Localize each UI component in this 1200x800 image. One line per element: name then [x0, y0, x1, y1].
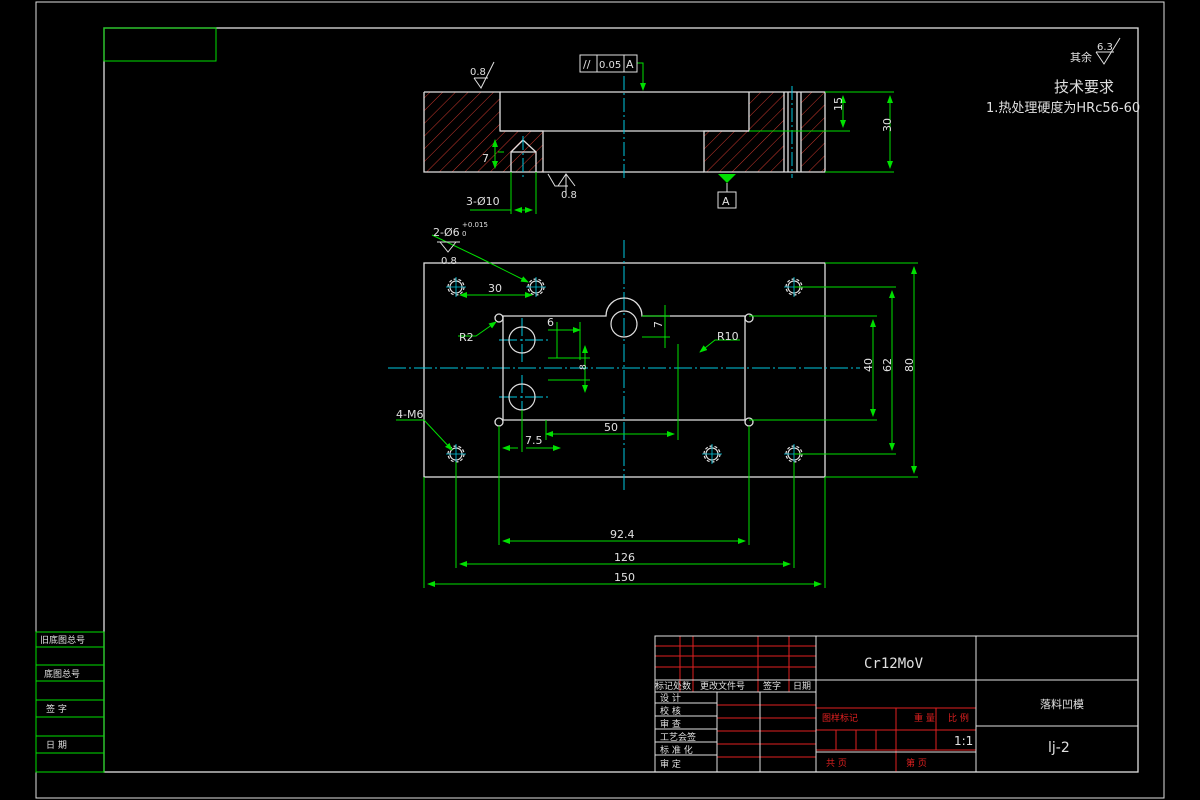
dim-50: 50: [604, 421, 618, 434]
dim-7-5: 7.5: [525, 434, 543, 447]
outer-border: [35, 1, 1165, 799]
svg-text:旧底图总号: 旧底图总号: [40, 634, 85, 646]
svg-text:审 查: 审 查: [660, 718, 681, 730]
roughness-hole: 0.8: [437, 241, 460, 267]
svg-text:校 核: 校 核: [660, 705, 681, 717]
material: Cr12MoV: [864, 656, 924, 672]
svg-text://: //: [583, 58, 591, 71]
side-table: 旧底图总号 底图总号 签 字 日 期: [35, 631, 105, 773]
label-r2: R2: [459, 331, 474, 344]
roughness-general: 其余 6.3: [1070, 37, 1121, 65]
dim-150: 150: [614, 571, 635, 584]
parallelism-frame: // 0.05 A: [579, 54, 638, 73]
svg-text:审 定: 审 定: [660, 758, 681, 770]
svg-text:0.8: 0.8: [561, 190, 577, 201]
sheet-number: 第 页: [906, 757, 927, 769]
plan-view: 80 62 40 150 126 92.4 30 50 7.5 6 8 7 2-…: [388, 221, 918, 588]
svg-text:处数: 处数: [673, 680, 691, 692]
corner-box: [103, 27, 217, 62]
svg-text:日期: 日期: [793, 681, 811, 692]
roughness-bottom: 0.8: [547, 173, 577, 201]
dim-30: 30: [881, 118, 894, 132]
svg-text:0.8: 0.8: [441, 256, 457, 267]
section-view: 30 15 7 3-Ø10 A // 0.05 A 0.8: [423, 54, 894, 214]
svg-text:A: A: [626, 58, 634, 71]
roughness-top: 0.8: [470, 61, 495, 89]
dim-126: 126: [614, 551, 635, 564]
label-dowel-tol-low: 0: [462, 230, 466, 238]
part-name: 落料凹模: [1040, 697, 1084, 711]
svg-text:签字: 签字: [763, 680, 781, 692]
dim-40: 40: [862, 358, 875, 372]
dim-30-pitch: 30: [488, 282, 502, 295]
dim-6: 6: [547, 316, 554, 329]
svg-text:更改文件号: 更改文件号: [700, 680, 745, 692]
svg-text:日 期: 日 期: [46, 740, 67, 751]
dim-8: 8: [579, 364, 589, 370]
label-dowel-tol: +0.015: [462, 221, 488, 229]
svg-text:其余: 其余: [1070, 50, 1092, 64]
svg-text:工艺会签: 工艺会签: [660, 731, 696, 743]
svg-text:签 字: 签 字: [46, 703, 67, 715]
svg-text:0.8: 0.8: [470, 67, 486, 78]
scale-value: 1:1: [954, 734, 973, 748]
datum-a-symbol: A: [717, 174, 737, 209]
svg-text:6.3: 6.3: [1097, 42, 1113, 53]
dim-15: 15: [832, 97, 845, 111]
dim-80: 80: [903, 358, 916, 372]
dim-62: 62: [881, 358, 894, 372]
label-4-m6: 4-M6: [396, 408, 423, 421]
svg-text:设 计: 设 计: [660, 692, 681, 704]
title-block: 标记 处数 更改文件号 签字 日期 设 计 校 核 审 查 工艺会签 标 准 化…: [654, 635, 1139, 773]
svg-text:标记: 标记: [655, 680, 673, 692]
dim-7-section: 7: [482, 152, 489, 165]
dim-7-top: 7: [652, 321, 665, 328]
holes-3-d10: 3-Ø10: [466, 195, 500, 208]
dim-92-4: 92.4: [610, 528, 635, 541]
svg-text:底图总号: 底图总号: [44, 668, 80, 680]
tech-req-item-1: 1.热处理硬度为HRc56-60: [986, 100, 1140, 116]
tech-req-title: 技术要求: [1054, 78, 1114, 96]
stage-label: 图样标记: [822, 712, 858, 724]
sheet-total: 共 页: [826, 758, 847, 769]
svg-text:标 准 化: 标 准 化: [660, 744, 693, 756]
inner-border: [103, 27, 1139, 773]
svg-text:0.05: 0.05: [599, 60, 621, 71]
label-r10: R10: [717, 330, 739, 343]
svg-text:A: A: [722, 195, 730, 208]
scale-label: 比 例: [948, 712, 969, 724]
label-2-d6: 2-Ø6: [433, 226, 460, 239]
drawing-number: lj-2: [1048, 740, 1070, 756]
weight-label: 重 量: [914, 712, 935, 724]
